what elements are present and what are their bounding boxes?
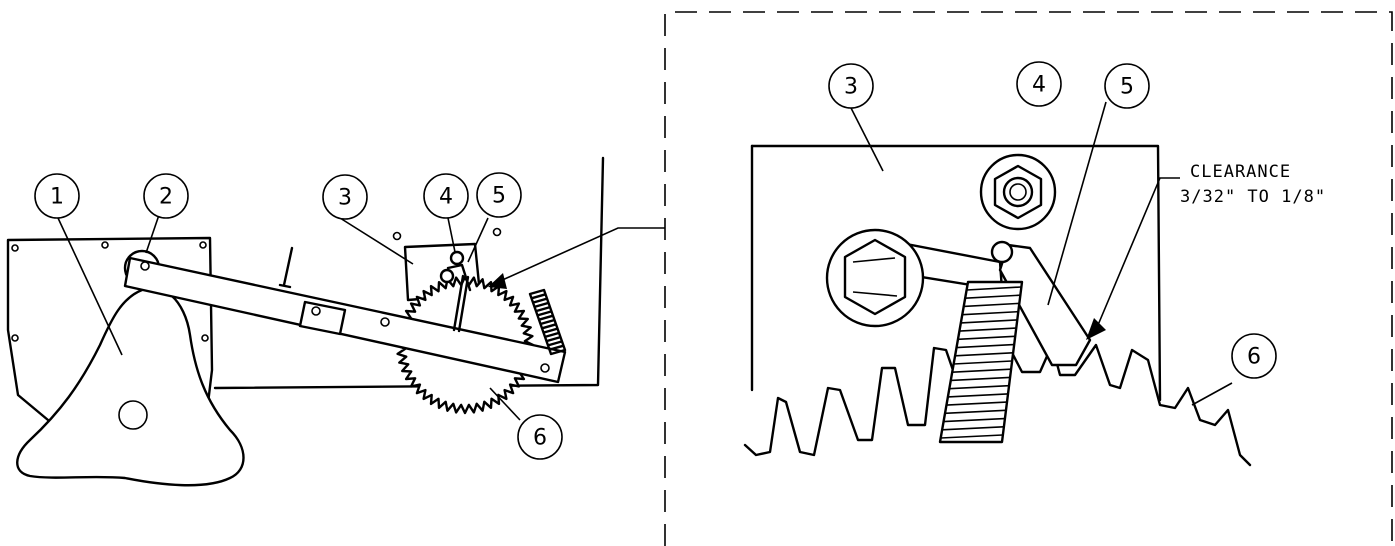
detail-coil-spring: [940, 286, 1022, 439]
detail-view: CLEARANCE 3/32" TO 1/8" 3 4 5 6: [664, 11, 1393, 546]
detail-callout-4: 4: [1016, 61, 1062, 107]
cam-plate: [16, 286, 245, 487]
svg-text:3: 3: [338, 186, 352, 211]
svg-text:3: 3: [844, 75, 858, 100]
link-arm: [123, 256, 567, 384]
svg-text:2: 2: [159, 185, 173, 210]
callout-5: 5: [476, 172, 522, 218]
svg-text:6: 6: [533, 426, 547, 451]
detail-pawl: [998, 243, 1092, 367]
detail-callout-6: 6: [1231, 333, 1277, 379]
detail-callout-3: 3: [828, 63, 874, 109]
clearance-note-line2: 3/32" TO 1/8": [1180, 187, 1326, 207]
svg-text:4: 4: [439, 185, 453, 210]
svg-text:5: 5: [1120, 75, 1134, 100]
clearance-note-line1: CLEARANCE: [1190, 162, 1291, 182]
callout-3: 3: [322, 174, 368, 220]
callout-4: 4: [423, 173, 469, 219]
overview-view: 1 2 3 4 5 6: [6, 156, 665, 487]
svg-text:4: 4: [1032, 73, 1046, 98]
svg-text:6: 6: [1247, 345, 1261, 370]
detail-frame: [664, 11, 1393, 546]
coil-spring: [528, 288, 567, 356]
detail-callout-5: 5: [1104, 63, 1150, 109]
callout-6: 6: [517, 414, 563, 460]
housing-wall: [213, 156, 605, 390]
callout-1: 1: [34, 173, 80, 219]
svg-text:1: 1: [50, 185, 64, 210]
svg-text:5: 5: [492, 184, 506, 209]
callout-2: 2: [143, 173, 189, 219]
detail-bracket-plate: [750, 144, 1162, 402]
